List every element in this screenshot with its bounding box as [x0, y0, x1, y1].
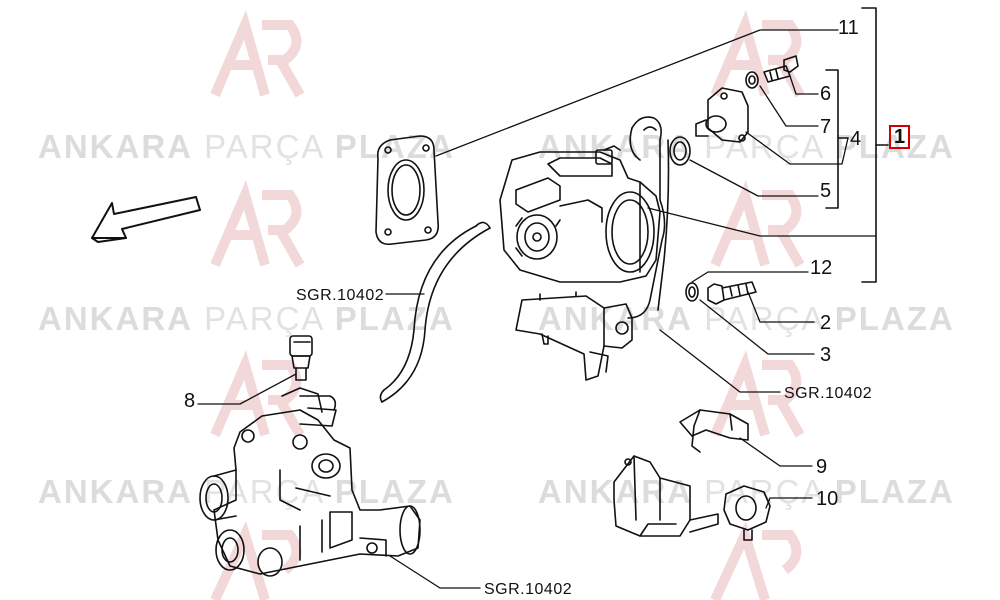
callout-5: 5	[820, 180, 832, 202]
callout-10: 10	[816, 488, 839, 510]
callout-2: 2	[820, 312, 832, 334]
reference-sgr-right: SGR.10402	[784, 385, 873, 402]
reference-sgr-bottom: SGR.10402	[484, 581, 573, 598]
idle-actuator-part	[695, 87, 749, 143]
leader-line-3	[699, 299, 815, 355]
callout-4: 4	[850, 128, 862, 150]
callout-8: 8	[184, 390, 196, 412]
screw-part	[763, 55, 799, 83]
leader-line-7	[759, 85, 819, 127]
leader-line-12	[691, 271, 809, 283]
watermark-text: ANKARA PARÇA PLAZA	[38, 300, 455, 337]
callout-12: 12	[810, 257, 833, 279]
leader-line-2	[747, 291, 815, 323]
washer-part	[745, 71, 759, 89]
watermark-text: ANKARA PARÇA PLAZA	[538, 473, 955, 510]
ap-logo-watermark-icon	[210, 180, 305, 268]
ap-logo-watermark-icon	[210, 10, 305, 98]
ap-logo-watermark-icon	[710, 180, 805, 268]
front-direction-arrow-icon	[91, 196, 201, 243]
support-bracket-part	[613, 455, 719, 537]
leader-line-4-part	[745, 131, 849, 165]
callout-11: 11	[838, 17, 859, 39]
mounting-bracket-part	[515, 291, 633, 381]
throttle-body-part	[499, 145, 661, 283]
ap-logo-watermark-icon	[710, 521, 802, 600]
leader-line-1-part	[647, 207, 877, 237]
leader-line-sgr-right	[659, 329, 781, 393]
watermark-text: ANKARA PARÇA PLAZA	[538, 300, 955, 337]
leader-line-6	[789, 75, 819, 95]
hose-clip-part	[679, 409, 749, 453]
watermark-text: ANKARA PARÇA PLAZA	[38, 473, 455, 510]
leader-line-9	[739, 437, 813, 467]
thermostat-housing-part	[199, 387, 421, 577]
callout-7: 7	[820, 116, 832, 138]
washer-part	[685, 282, 699, 302]
sensor-part	[723, 485, 771, 541]
hose-part	[379, 221, 491, 403]
o-ring-part	[669, 136, 691, 166]
group-bracket-1	[861, 7, 877, 283]
leader-line-8	[197, 373, 297, 405]
gasket-part	[375, 135, 440, 246]
callout-9: 9	[816, 456, 828, 478]
callout-1-highlighted: 1	[889, 125, 911, 149]
callout-6: 6	[820, 83, 832, 105]
watermark-text: ANKARA PARÇA PLAZA	[38, 128, 455, 165]
ap-logo-watermark-icon	[710, 10, 805, 98]
watermark-text: ANKARA PARÇA PLAZA	[538, 128, 955, 165]
leader-line-sgr-bottom	[389, 555, 481, 589]
leader-line-11	[435, 29, 839, 157]
callout-3: 3	[820, 344, 832, 366]
coolant-pipe-part	[627, 116, 670, 319]
ap-logo-watermark-icon	[210, 350, 305, 438]
leader-lines	[197, 29, 877, 589]
ap-logo-watermark-icon	[710, 350, 805, 438]
reference-sgr-top: SGR.10402	[296, 287, 385, 304]
leader-line-5	[689, 159, 819, 197]
temperature-sensor-part	[289, 335, 313, 381]
group-bracket-4	[825, 69, 839, 209]
ap-logo-watermark-icon	[210, 521, 302, 600]
leader-line-10	[765, 497, 813, 509]
